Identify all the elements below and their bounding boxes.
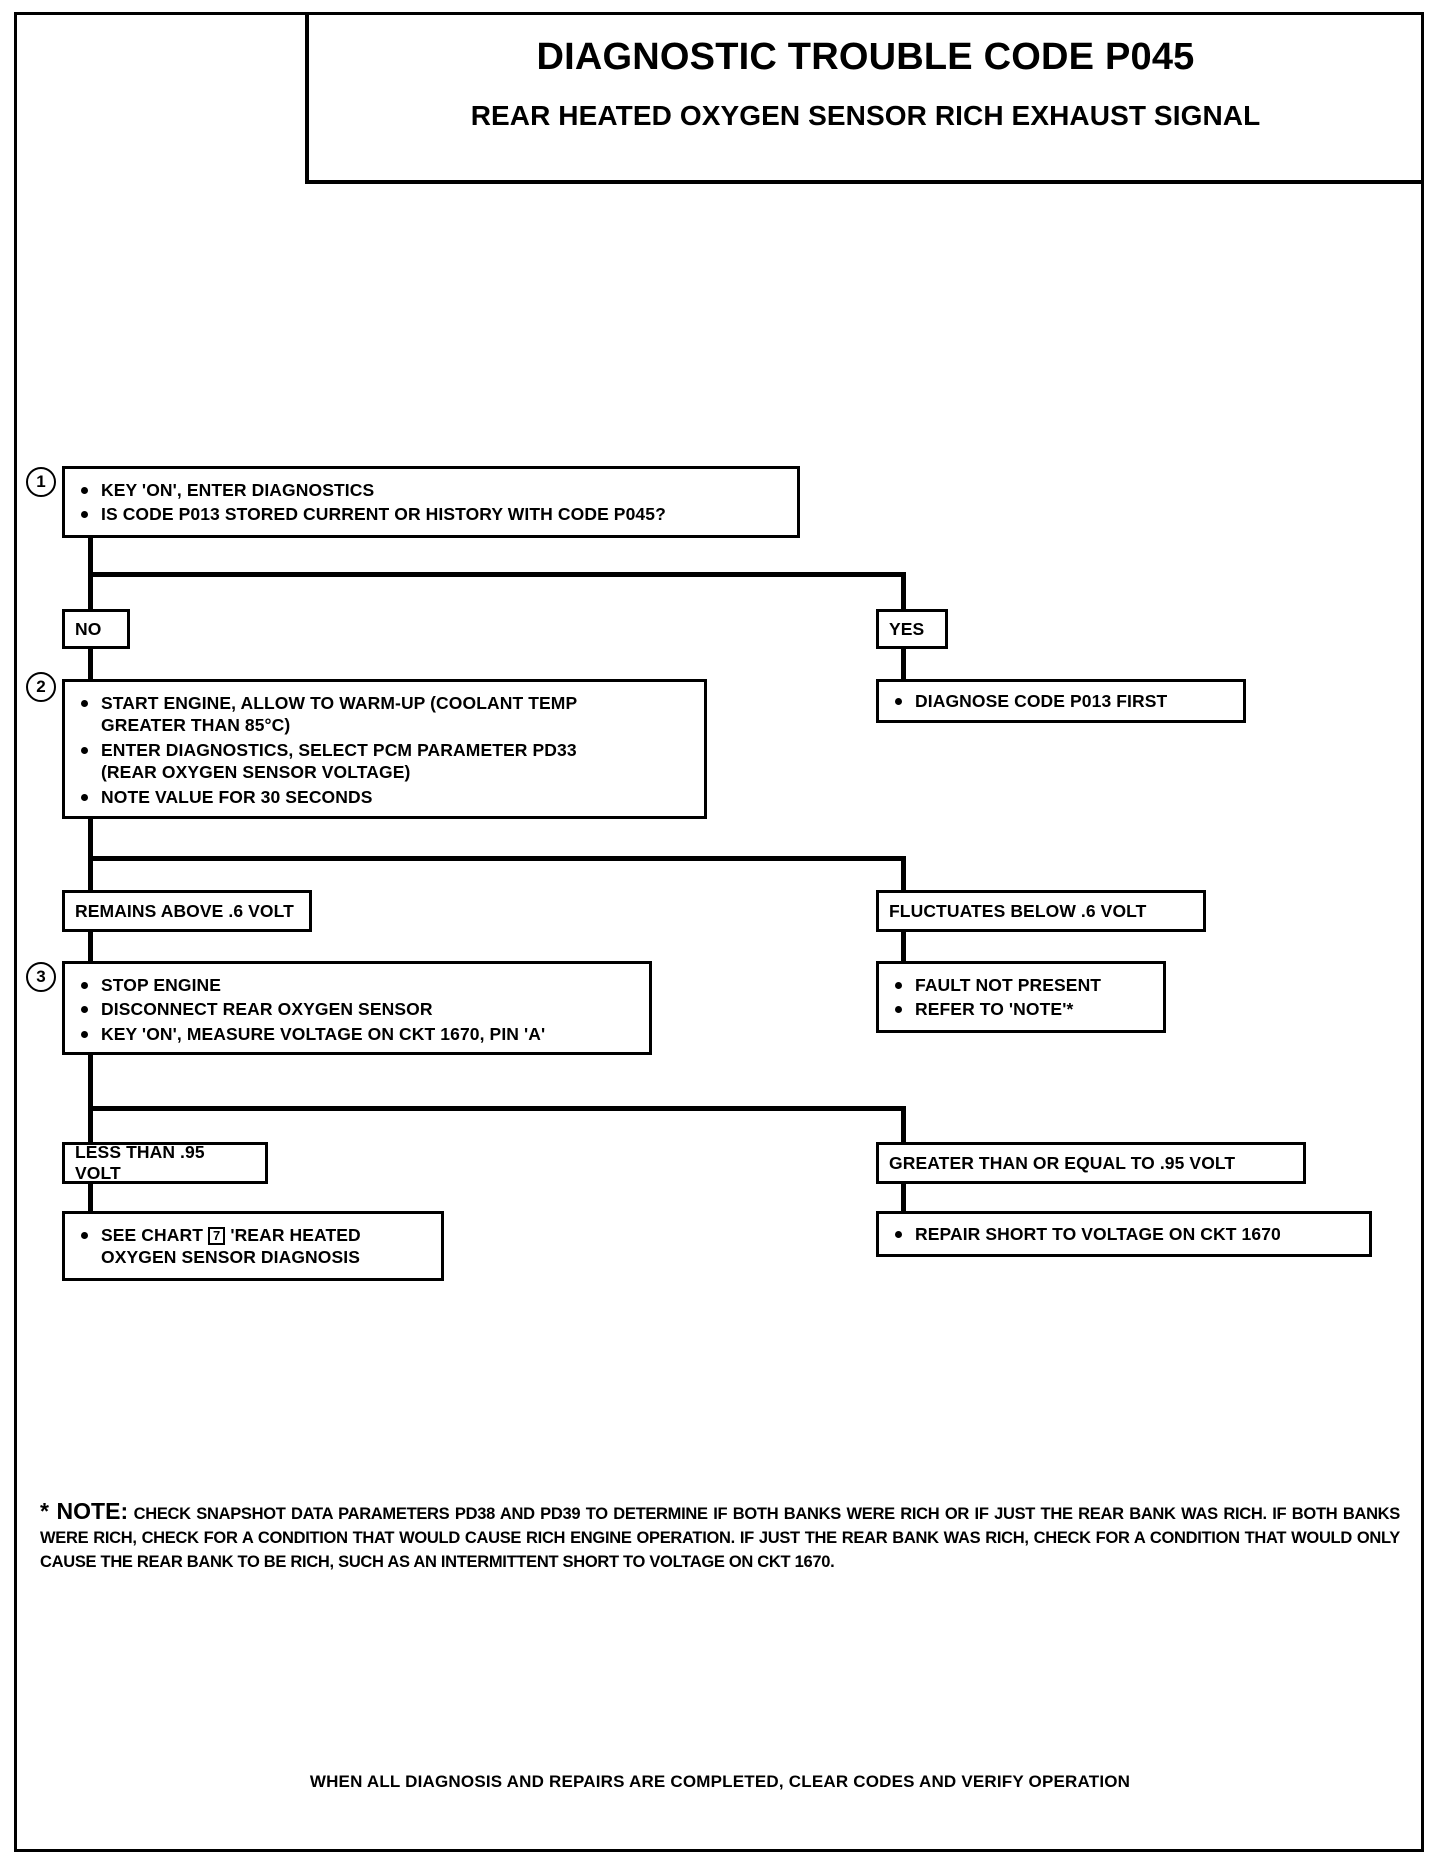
box-see-chart-list: SEE CHART 7 'REAR HEATED OXYGEN SENSOR D… bbox=[65, 1214, 441, 1281]
list-item: REFER TO 'NOTE'* bbox=[895, 998, 1153, 1020]
footer-text: WHEN ALL DIAGNOSIS AND REPAIRS ARE COMPL… bbox=[309, 1772, 1131, 1791]
connector-yes-down bbox=[901, 572, 906, 612]
list-item-continuation: OXYGEN SENSOR DIAGNOSIS bbox=[101, 1247, 361, 1268]
page-title: DIAGNOSTIC TROUBLE CODE P045 bbox=[536, 36, 1195, 78]
list-item: KEY 'ON', ENTER DIAGNOSTICS bbox=[81, 479, 787, 501]
connector-less-to-chart bbox=[88, 1184, 93, 1213]
note-section: * NOTE: CHECK SNAPSHOT DATA PARAMETERS P… bbox=[40, 1478, 1400, 1591]
box-fluctuates-below: FLUCTUATES BELOW .6 VOLT bbox=[876, 890, 1206, 932]
box-see-chart: SEE CHART 7 'REAR HEATED OXYGEN SENSOR D… bbox=[62, 1211, 444, 1281]
connector-greater-to-repair bbox=[901, 1184, 906, 1213]
box-remains-above: REMAINS ABOVE .6 VOLT bbox=[62, 890, 312, 932]
note-text: CHECK SNAPSHOT DATA PARAMETERS PD38 AND … bbox=[40, 1504, 1401, 1571]
title-block: DIAGNOSTIC TROUBLE CODE P045 REAR HEATED… bbox=[305, 14, 1422, 184]
box-step-3: STOP ENGINE DISCONNECT REAR OXYGEN SENSO… bbox=[62, 961, 652, 1055]
connector-step3-down bbox=[88, 1055, 93, 1111]
see-chart-suffix: 'REAR HEATED bbox=[230, 1225, 361, 1245]
list-item-continuation: GREATER THAN 85°C) bbox=[101, 715, 291, 736]
box-branch-yes: YES bbox=[876, 609, 948, 649]
connector-step1-down bbox=[88, 538, 93, 576]
list-item: NOTE VALUE FOR 30 SECONDS bbox=[81, 786, 694, 808]
list-item-continuation: (REAR OXYGEN SENSOR VOLTAGE) bbox=[101, 762, 411, 783]
connector-step3-horizontal bbox=[88, 1106, 906, 1111]
list-item: START ENGINE, ALLOW TO WARM-UP (COOLANT … bbox=[81, 692, 694, 714]
connector-remains-down bbox=[88, 856, 93, 893]
connector-no-down bbox=[88, 572, 93, 612]
box-step-1: KEY 'ON', ENTER DIAGNOSTICS IS CODE P013… bbox=[62, 466, 800, 538]
note-label: * NOTE: bbox=[40, 1497, 129, 1524]
box-repair-list: REPAIR SHORT TO VOLTAGE ON CKT 1670 bbox=[879, 1214, 1369, 1257]
less-than-label: LESS THAN .95 VOLT bbox=[75, 1142, 205, 1183]
remains-above-label: REMAINS ABOVE .6 VOLT bbox=[75, 900, 294, 921]
branch-yes-label: YES bbox=[889, 618, 925, 639]
list-item: REPAIR SHORT TO VOLTAGE ON CKT 1670 bbox=[895, 1223, 1359, 1245]
step-marker-3: 3 bbox=[26, 962, 56, 992]
list-item: SEE CHART 7 'REAR HEATED bbox=[81, 1224, 431, 1246]
connector-step2-down bbox=[88, 819, 93, 861]
page-border bbox=[14, 12, 1424, 1852]
branch-no-label: NO bbox=[75, 618, 102, 639]
connector-step1-horizontal bbox=[88, 572, 906, 577]
list-item: DISCONNECT REAR OXYGEN SENSOR bbox=[81, 998, 639, 1020]
list-item: ENTER DIAGNOSTICS, SELECT PCM PARAMETER … bbox=[81, 739, 694, 761]
list-item: KEY 'ON', MEASURE VOLTAGE ON CKT 1670, P… bbox=[81, 1023, 639, 1045]
fluctuates-below-label: FLUCTUATES BELOW .6 VOLT bbox=[889, 900, 1147, 921]
step-marker-1: 1 bbox=[26, 467, 56, 497]
connector-fluctuates-to-fault bbox=[901, 932, 906, 962]
box-greater-equal: GREATER THAN OR EQUAL TO .95 VOLT bbox=[876, 1142, 1306, 1184]
box-less-than: LESS THAN .95 VOLT bbox=[62, 1142, 268, 1184]
connector-yes-to-diagnose bbox=[901, 649, 906, 682]
list-item: IS CODE P013 STORED CURRENT OR HISTORY W… bbox=[81, 503, 787, 525]
greater-equal-label: GREATER THAN OR EQUAL TO .95 VOLT bbox=[889, 1152, 1236, 1173]
box-step-2: START ENGINE, ALLOW TO WARM-UP (COOLANT … bbox=[62, 679, 707, 819]
list-item: FAULT NOT PRESENT bbox=[895, 974, 1153, 996]
box-fault-not-present: FAULT NOT PRESENT REFER TO 'NOTE'* bbox=[876, 961, 1166, 1033]
connector-less-down bbox=[88, 1106, 93, 1145]
box-fault-list: FAULT NOT PRESENT REFER TO 'NOTE'* bbox=[879, 964, 1163, 1033]
see-chart-prefix: SEE CHART bbox=[101, 1225, 204, 1245]
box-step-3-list: STOP ENGINE DISCONNECT REAR OXYGEN SENSO… bbox=[65, 964, 649, 1057]
list-item: DIAGNOSE CODE P013 FIRST bbox=[895, 690, 1233, 712]
chart-reference-icon: 7 bbox=[208, 1227, 226, 1245]
page-subtitle: REAR HEATED OXYGEN SENSOR RICH EXHAUST S… bbox=[470, 99, 1261, 131]
connector-no-to-step2 bbox=[88, 649, 93, 680]
connector-step2-horizontal bbox=[88, 856, 906, 861]
box-step-1-list: KEY 'ON', ENTER DIAGNOSTICS IS CODE P013… bbox=[65, 469, 797, 538]
box-diagnose-list: DIAGNOSE CODE P013 FIRST bbox=[879, 682, 1243, 724]
list-item: STOP ENGINE bbox=[81, 974, 639, 996]
connector-fluctuates-down bbox=[901, 856, 906, 893]
note-paragraph: * NOTE: CHECK SNAPSHOT DATA PARAMETERS P… bbox=[40, 1495, 1400, 1575]
connector-greater-down bbox=[901, 1106, 906, 1145]
box-step-2-list: START ENGINE, ALLOW TO WARM-UP (COOLANT … bbox=[65, 682, 704, 820]
connector-remains-to-step3 bbox=[88, 932, 93, 962]
step-marker-2: 2 bbox=[26, 672, 56, 702]
box-branch-no: NO bbox=[62, 609, 130, 649]
box-diagnose-p013-first: DIAGNOSE CODE P013 FIRST bbox=[876, 679, 1246, 723]
box-repair-short: REPAIR SHORT TO VOLTAGE ON CKT 1670 bbox=[876, 1211, 1372, 1257]
